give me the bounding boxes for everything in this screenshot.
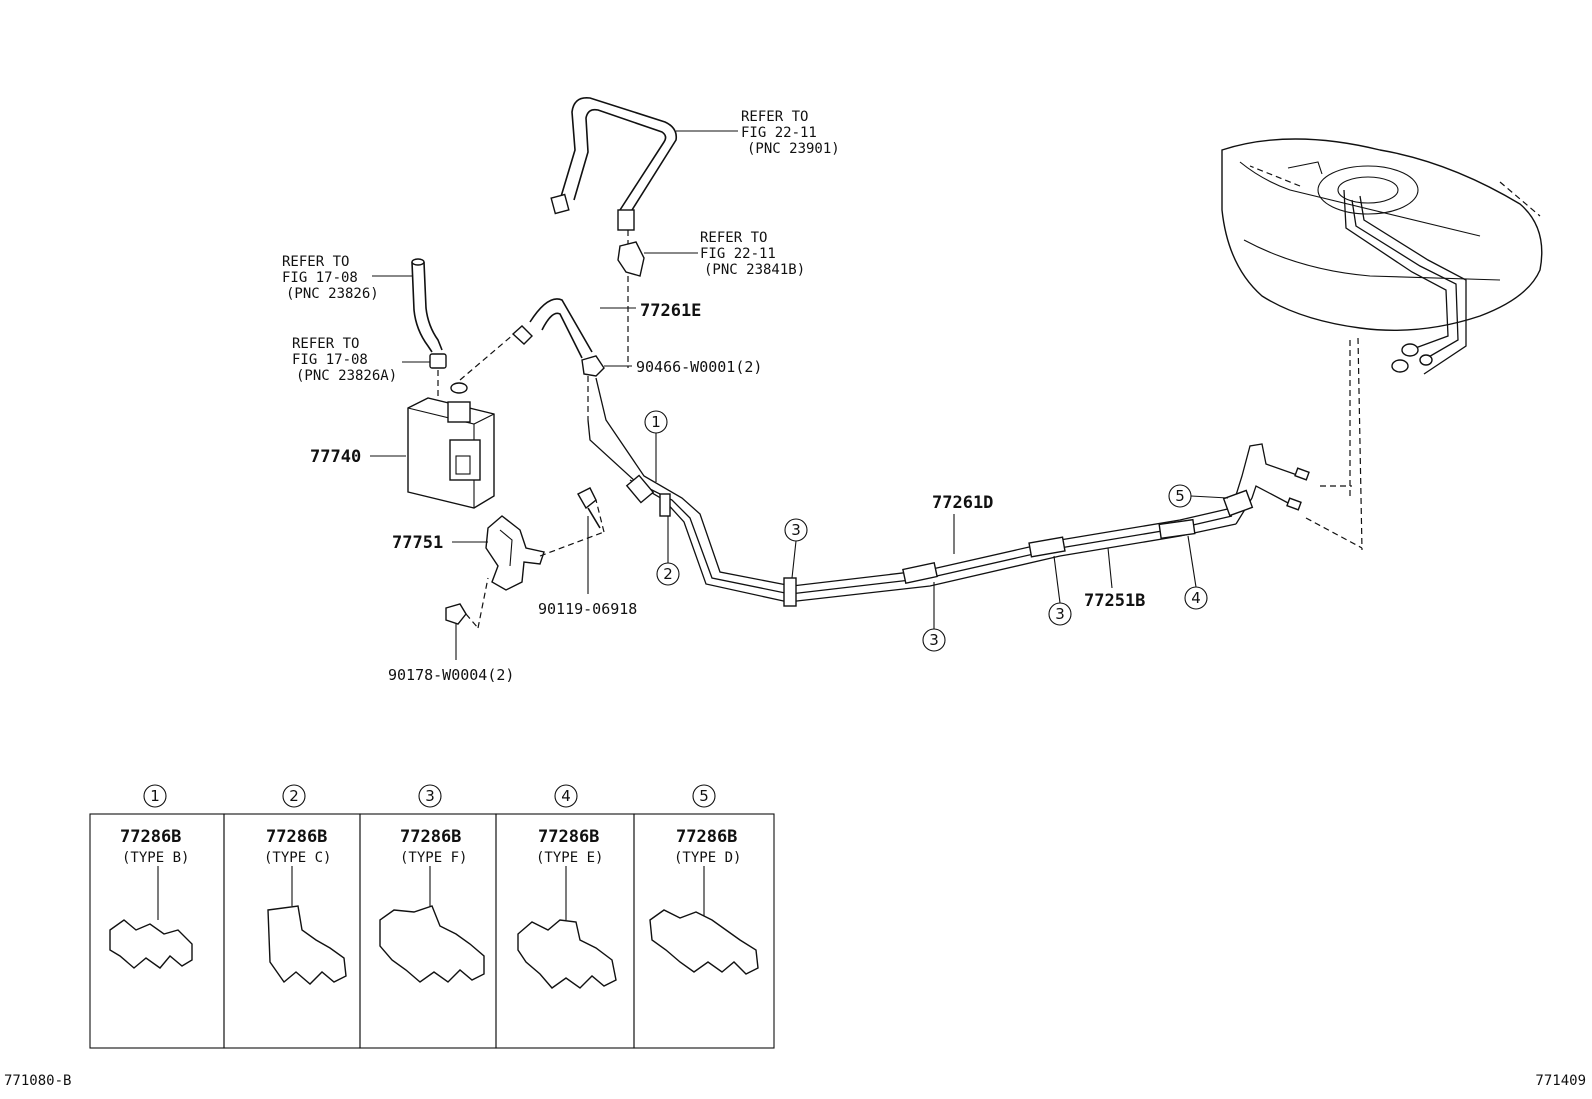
legend-item-4: 4 77286B (TYPE E) [495, 784, 635, 1049]
clamp-marker-3a: 3 [784, 518, 808, 579]
bracket-77751: 77751 [392, 499, 605, 591]
clamp-marker-2: 2 [656, 516, 680, 586]
clamp-marker-4: 4 [1184, 535, 1208, 610]
svg-text:5: 5 [699, 787, 709, 805]
svg-text:3: 3 [1055, 605, 1065, 623]
svg-text:(TYPE D): (TYPE D) [674, 850, 741, 866]
svg-text:77286B: 77286B [266, 827, 327, 847]
vent-hose-upper [550, 96, 738, 231]
svg-text:(TYPE B): (TYPE B) [122, 850, 189, 866]
clamp-marker-3b: 3 [922, 582, 946, 652]
fuel-tank [1221, 138, 1543, 551]
svg-text:REFER TO: REFER TO [282, 254, 349, 270]
callout-ref-fig22-11-a: REFER TO FIG 22-11 (PNC 23901) [741, 109, 840, 157]
label-77751: 77751 [392, 533, 443, 553]
svg-text:(TYPE C): (TYPE C) [264, 850, 331, 866]
svg-text:(PNC 23826): (PNC 23826) [286, 286, 379, 302]
vapor-pipe-assembly: 77261D 77251B [587, 377, 1310, 611]
label-77740: 77740 [310, 447, 361, 467]
svg-text:2: 2 [289, 787, 299, 805]
clamp-marker-5: 5 [1168, 484, 1229, 508]
label-90178: 90178-W0004(2) [388, 666, 514, 684]
legend-item-3: 3 77286B (TYPE F) [359, 784, 497, 1049]
svg-text:REFER TO: REFER TO [741, 109, 808, 125]
nut-90178: 90178-W0004(2) [388, 577, 514, 684]
svg-text:4: 4 [561, 787, 571, 805]
legend: 1 77286B (TYPE B) 2 77286B (TYPE C) 3 77… [89, 784, 775, 1049]
svg-text:3: 3 [791, 521, 801, 539]
canister-77740: 77740 [310, 382, 495, 509]
svg-text:(PNC 23826A): (PNC 23826A) [296, 368, 397, 384]
svg-text:2: 2 [663, 565, 673, 583]
legend-item-5: 5 77286B (TYPE D) [633, 784, 775, 1049]
svg-text:77286B: 77286B [400, 827, 461, 847]
callout-ref-fig22-11-b: REFER TO FIG 22-11 (PNC 23841B) [700, 230, 805, 278]
svg-text:3: 3 [425, 787, 435, 805]
label-77251b: 77251B [1084, 591, 1145, 611]
legend-item-1: 1 77286B (TYPE B) [89, 784, 225, 1049]
label-77261d: 77261D [932, 493, 993, 513]
bolt-90119: 90119-06918 [538, 487, 637, 618]
svg-text:(TYPE F): (TYPE F) [400, 850, 467, 866]
svg-text:FIG 17-08: FIG 17-08 [282, 270, 358, 286]
footer-right-code: 771409 [1535, 1073, 1586, 1089]
svg-text:4: 4 [1191, 589, 1201, 607]
hose-23826 [372, 258, 443, 353]
svg-text:1: 1 [150, 787, 160, 805]
svg-text:(PNC 23841B): (PNC 23841B) [704, 262, 805, 278]
label-90119: 90119-06918 [538, 600, 637, 618]
pipe-clamps [625, 474, 1254, 607]
callout-ref-fig17-08-a: REFER TO FIG 17-08 (PNC 23826) [282, 254, 379, 302]
svg-text:FIG 17-08: FIG 17-08 [292, 352, 368, 368]
svg-text:5: 5 [1175, 487, 1185, 505]
svg-text:3: 3 [929, 631, 939, 649]
callout-ref-fig17-08-b: REFER TO FIG 17-08 (PNC 23826A) [292, 336, 397, 384]
clip-23841b [617, 230, 698, 368]
svg-text:REFER TO: REFER TO [700, 230, 767, 246]
clip-23826a [402, 353, 447, 400]
svg-text:FIG 22-11: FIG 22-11 [700, 246, 776, 262]
svg-text:REFER TO: REFER TO [292, 336, 359, 352]
svg-text:(PNC 23901): (PNC 23901) [747, 141, 840, 157]
svg-text:1: 1 [651, 413, 661, 431]
svg-text:77286B: 77286B [676, 827, 737, 847]
footer-left-code: 771080-B [4, 1073, 72, 1089]
clamp-90466: 90466-W0001(2) [581, 355, 762, 420]
label-77261e: 77261E [640, 301, 701, 321]
svg-text:77286B: 77286B [538, 827, 599, 847]
svg-text:77286B: 77286B [120, 827, 181, 847]
hose-77261e: 77261E [511, 298, 701, 359]
label-90466: 90466-W0001(2) [636, 358, 762, 376]
svg-text:FIG 22-11: FIG 22-11 [741, 125, 817, 141]
clamp-marker-1: 1 [644, 410, 668, 482]
svg-text:(TYPE E): (TYPE E) [536, 850, 603, 866]
clamp-marker-3c: 3 [1048, 555, 1072, 626]
legend-item-2: 2 77286B (TYPE C) [223, 784, 361, 1049]
